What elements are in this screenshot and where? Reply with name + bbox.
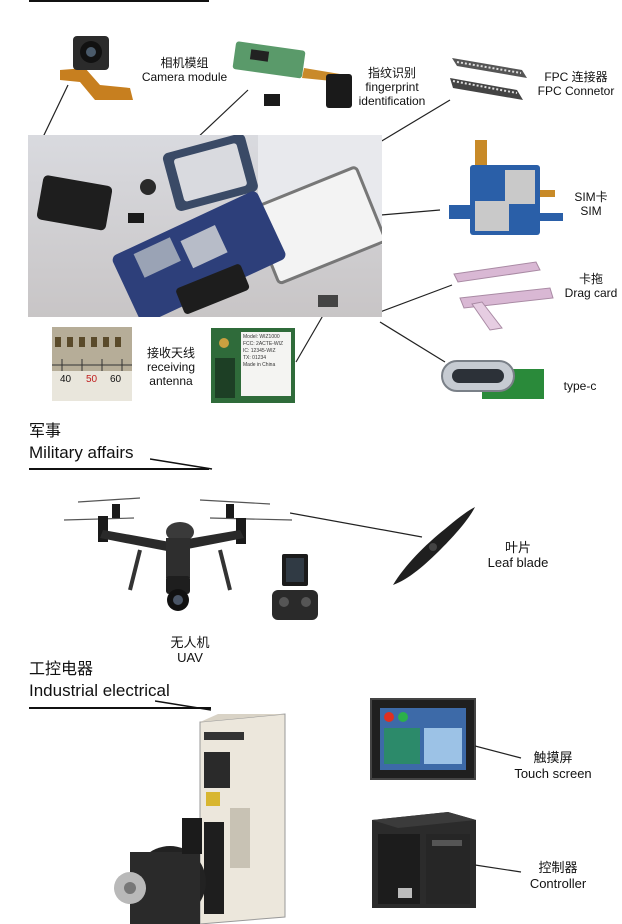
leaf-blade-label-zh: 叶片 — [504, 540, 531, 555]
sim-label-en: SIM — [580, 204, 602, 218]
industrial-title-zh: 工控电器 — [29, 661, 94, 678]
phone-teardown-photo — [28, 135, 382, 317]
drag-card-label: 卡拖 Drag card — [560, 272, 622, 300]
type-c-label-en: type-c — [563, 379, 597, 393]
uav-drone-image — [60, 490, 300, 630]
military-divider-tail — [150, 458, 213, 470]
industrial-divider-tail — [155, 700, 212, 711]
type-c-image — [432, 355, 547, 405]
camera-label-zh: 相机模组 — [160, 56, 209, 70]
controller-label: 控制器 Controller — [520, 860, 596, 892]
industrial-divider — [29, 707, 211, 709]
fpc-label-en: FPC Connetor — [537, 84, 615, 98]
fingerprint-label: 指纹识别 fingerprint identification — [348, 66, 436, 108]
uav-label-zh: 无人机 — [170, 635, 210, 650]
drag-card-label-en: Drag card — [564, 286, 618, 300]
controller-label-en: Controller — [529, 876, 587, 891]
controller-label-zh: 控制器 — [538, 860, 578, 875]
uav-label-en: UAV — [177, 650, 203, 665]
sim-label-zh: SIM卡 — [574, 190, 608, 204]
military-title-en: Military affairs — [29, 443, 134, 462]
type-c-label: type-c — [555, 379, 605, 393]
board-text-3: IC: 12345-WIZ — [243, 348, 276, 354]
ruler-tick-60: 60 — [110, 374, 122, 385]
drag-card-label-zh: 卡拖 — [578, 272, 603, 286]
fingerprint-label-zh: 指纹识别 — [367, 66, 416, 80]
fingerprint-module-image — [230, 38, 360, 113]
fingerprint-label-en-2: identification — [358, 94, 426, 108]
top-divider — [29, 0, 209, 2]
antenna-board-photo: Model: WIZ1000 FCC: 2ACTE-WIZ IC: 12345-… — [211, 328, 295, 403]
servo-drive-image — [110, 712, 292, 924]
uav-label: 无人机 UAV — [160, 635, 220, 665]
controller-image — [368, 804, 480, 912]
antenna-label: 接收天线 receiving antenna — [135, 346, 207, 388]
touch-screen-label-en: Touch screen — [514, 766, 592, 781]
drag-card-image — [450, 258, 560, 338]
sim-module-image — [445, 135, 565, 245]
ruler-tick-40: 40 — [60, 374, 72, 385]
board-text-1: Model: WIZ1000 — [243, 334, 280, 340]
leaf-blade-image — [385, 505, 480, 590]
leaf-blade-label-en: Leaf blade — [487, 555, 549, 570]
sim-label: SIM卡 SIM — [563, 190, 619, 218]
board-text-4: TX: 01234 — [243, 355, 267, 361]
fpc-connector-image — [447, 48, 532, 110]
fingerprint-label-en-1: fingerprint — [365, 80, 419, 94]
military-divider — [29, 468, 209, 470]
touch-screen-label: 触摸屏 Touch screen — [505, 750, 601, 782]
board-text-2: FCC: 2ACTE-WIZ — [243, 341, 283, 347]
camera-module-label: 相机模组 Camera module — [132, 56, 237, 84]
antenna-ruler-photo: 40 50 60 — [52, 327, 132, 401]
industrial-title-en: Industrial electrical — [29, 681, 170, 700]
antenna-label-en-2: antenna — [149, 374, 193, 388]
ruler-tick-50: 50 — [86, 374, 98, 385]
antenna-label-zh: 接收天线 — [146, 346, 195, 360]
touch-screen-image — [370, 698, 476, 780]
controller-line — [475, 864, 522, 873]
board-text-5: Made in China — [243, 362, 276, 368]
touch-screen-line — [475, 745, 522, 759]
leaf-blade-label: 叶片 Leaf blade — [480, 540, 556, 570]
camera-module-image — [55, 30, 135, 100]
touch-screen-label-zh: 触摸屏 — [533, 750, 573, 765]
fpc-label-zh: FPC 连接器 — [544, 70, 608, 84]
military-title-zh: 军事 — [29, 423, 62, 440]
camera-label-en: Camera module — [141, 70, 228, 84]
uav-blade-line — [290, 512, 423, 538]
antenna-label-en-1: receiving — [146, 360, 196, 374]
uav-controller-image — [270, 552, 320, 624]
fpc-label: FPC 连接器 FPC Connetor — [530, 70, 622, 98]
